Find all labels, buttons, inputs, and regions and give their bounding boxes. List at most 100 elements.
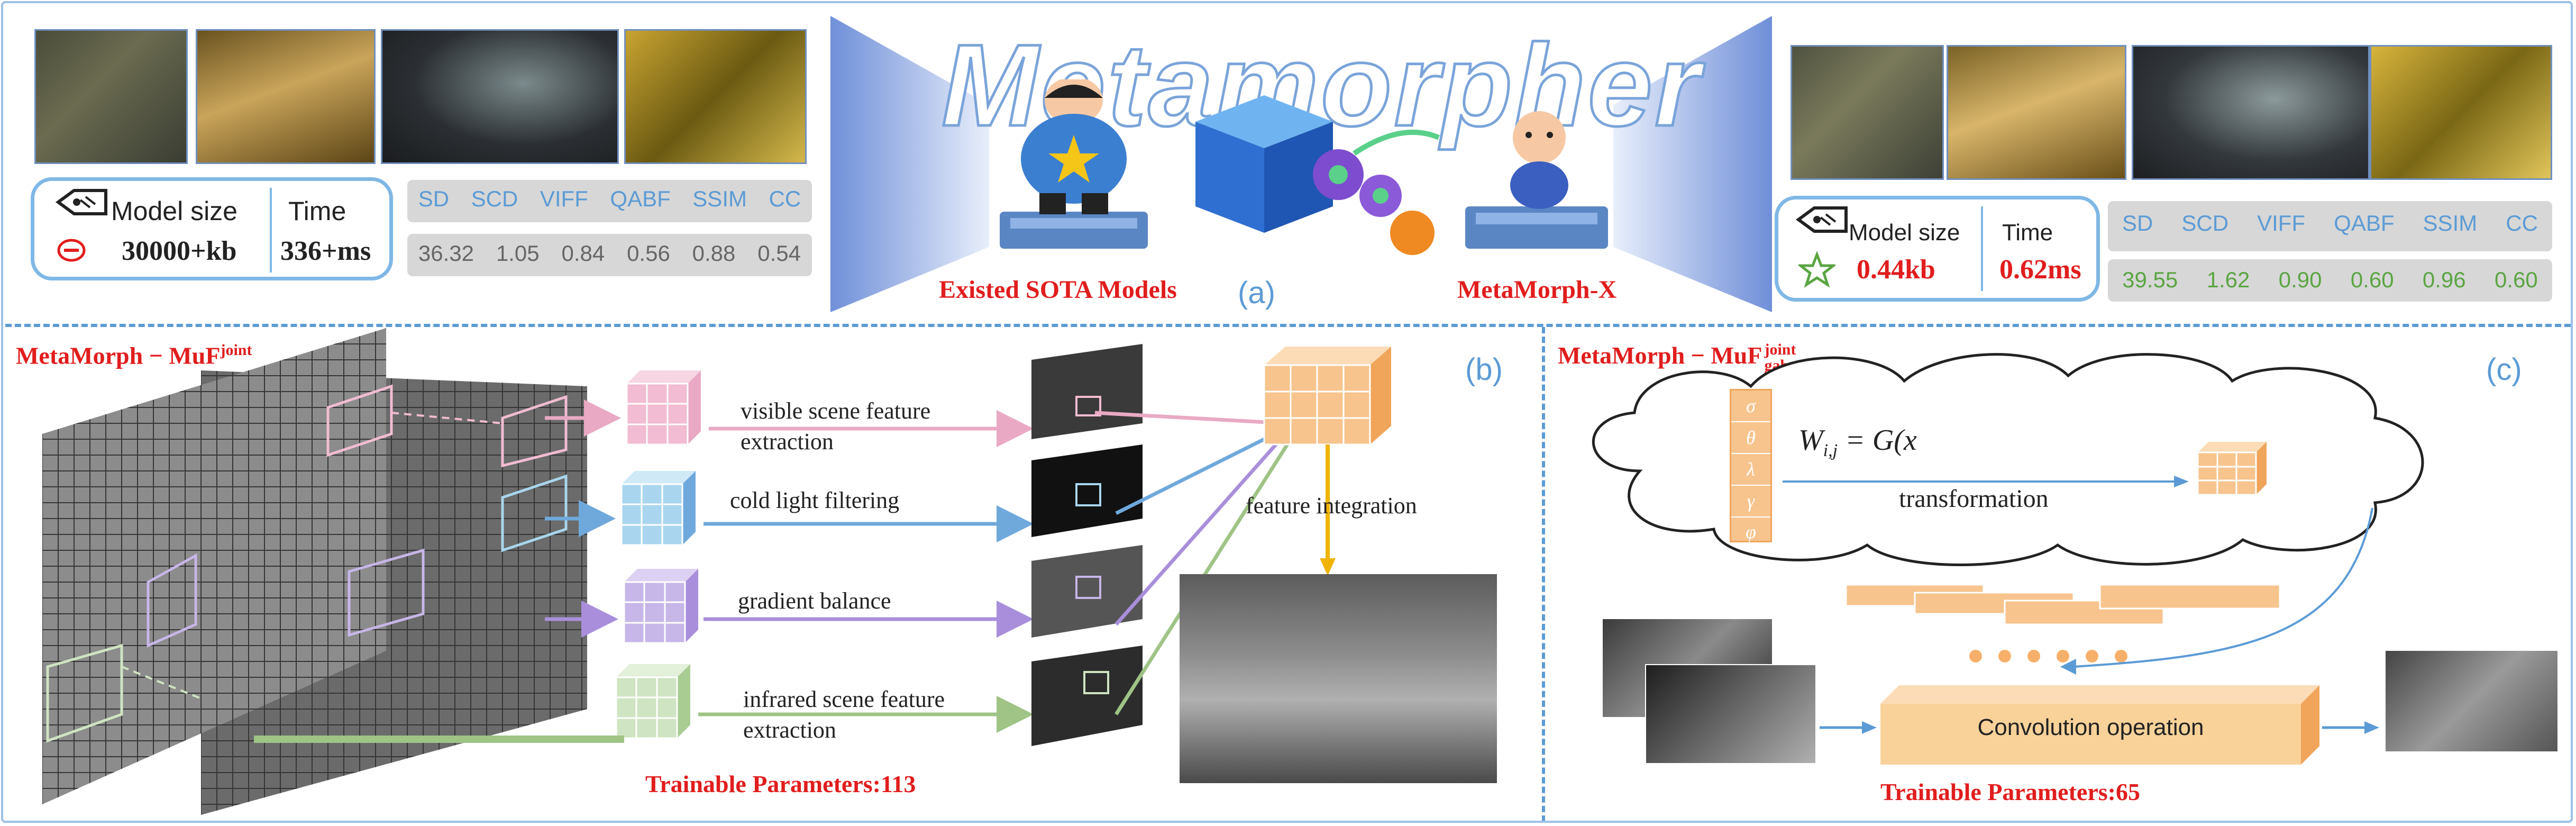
- transformation-label: transformation: [1899, 485, 2049, 513]
- sota-model-size-label: Model size: [111, 196, 237, 226]
- param-cell: λ: [1731, 454, 1770, 486]
- panel-c-label: (c): [2486, 352, 2522, 387]
- thumbnail-5: [1791, 45, 1944, 180]
- gradient-balance-cube: [619, 564, 704, 648]
- output-arrow: [2322, 720, 2380, 736]
- tag-icon: [1793, 204, 1851, 241]
- panel-b-params: Trainable Parameters:113: [645, 770, 916, 797]
- panel-c-title-main: MetaMorph − MuF: [1558, 342, 1762, 369]
- metric-name: SSIM: [2423, 211, 2478, 235]
- sota-metric-value-bar: [407, 234, 812, 276]
- metric-name: CC: [769, 186, 801, 211]
- param-cell: σ: [1731, 391, 1770, 422]
- small-model-illustration: [1460, 101, 1613, 254]
- curved-arrow: [2052, 507, 2380, 688]
- integration-cube: [1259, 344, 1396, 450]
- tag-icon: [53, 186, 111, 223]
- branch-label-line: extraction: [741, 429, 834, 455]
- branch-label-gradient: gradient balance: [738, 588, 891, 614]
- sota-box-divider: [270, 188, 272, 273]
- metric-value: 0.90: [2278, 267, 2322, 292]
- sota-metric-values: 36.32 1.05 0.84 0.56 0.88 0.54: [407, 241, 812, 273]
- transformation-arrow: [1783, 474, 2190, 489]
- param-cell: θ: [1731, 422, 1770, 454]
- branch-label-line: extraction: [743, 717, 836, 743]
- sota-time-label: Time: [288, 196, 346, 226]
- source-image-stack: [42, 328, 624, 820]
- integration-label: feature integration: [1246, 493, 1417, 519]
- gabor-formula: Wi,j = G(x: [1798, 423, 1917, 461]
- branch-label-visible: visible scene feature extraction: [741, 396, 930, 457]
- branch-label-cold-light: cold light filtering: [730, 487, 900, 513]
- metric-value: 0.96: [2422, 267, 2466, 292]
- vertical-separator: [1542, 327, 1545, 822]
- x-metric-header: SD SCD VIFF QABF SSIM CC: [2108, 211, 2552, 242]
- metric-value: 0.60: [2350, 267, 2394, 292]
- sota-time-value: 336+ms: [280, 236, 371, 266]
- large-model-illustration: [994, 77, 1153, 254]
- sota-metric-header-bar: [407, 180, 812, 222]
- metric-value: 0.54: [757, 241, 801, 266]
- x-metric-value-bar: [2108, 259, 2552, 302]
- metric-name: VIFF: [2257, 211, 2306, 235]
- x-time-value: 0.62ms: [1999, 255, 2081, 285]
- x-model-size-box: [1775, 196, 2100, 302]
- feature-maps: [1026, 344, 1148, 751]
- infrared-input-arrow: [254, 736, 624, 743]
- branch-label-infrared: infrared scene feature extraction: [743, 684, 945, 746]
- thumbnail-7: [2132, 45, 2370, 180]
- metric-name: SSIM: [692, 186, 747, 211]
- formula-sub: i,j: [1823, 441, 1838, 461]
- cold-light-cube: [616, 466, 701, 550]
- panel-b-title-sup: joint: [220, 341, 252, 359]
- panel-a-label: (a): [1238, 276, 1275, 310]
- metric-name: CC: [2506, 211, 2538, 235]
- visible-feature-cube: [622, 365, 706, 450]
- metric-name: QABF: [610, 186, 671, 211]
- metric-value: 0.60: [2495, 267, 2538, 292]
- x-model-size-value: 0.44kb: [1857, 255, 1935, 285]
- metric-value: 1.62: [2206, 267, 2250, 292]
- metric-value: 36.32: [418, 241, 474, 266]
- sota-model-size-value: 30000+kb: [122, 236, 237, 266]
- transformation-cloud: [1560, 339, 2460, 571]
- thumbnail-4: [624, 29, 807, 164]
- x-caption: MetaMorph-X: [1457, 276, 1617, 304]
- x-model-size-label: Model size: [1849, 220, 1960, 246]
- metric-name: SD: [418, 186, 450, 211]
- panel-b-title-main: MetaMorph − MuF: [16, 342, 221, 369]
- thumbnail-8: [2370, 45, 2552, 180]
- gabor-cube: [2195, 439, 2269, 497]
- param-cell: γ: [1731, 486, 1770, 518]
- formula-w: W: [1798, 424, 1823, 457]
- param-cell: φ: [1746, 521, 1756, 542]
- convolution-block: [1880, 685, 2319, 765]
- panel-c-title-sup: joint: [1764, 341, 1796, 359]
- minus-circle-icon: [56, 237, 87, 264]
- param-stack: σ θ λ γ φ: [1730, 389, 1772, 542]
- integration-down-arrow: [1317, 444, 1338, 577]
- metric-value: 0.88: [692, 241, 736, 266]
- star-icon: [1796, 250, 1838, 288]
- x-metric-header-bar: [2108, 201, 2552, 251]
- metric-value: 0.84: [561, 241, 605, 266]
- output-image: [2386, 651, 2557, 751]
- formula-rest: = G(x: [1838, 424, 1917, 457]
- branch-label-line: infrared scene feature: [743, 686, 945, 712]
- panel-b-label: (b): [1465, 352, 1503, 387]
- input-arrow: [1820, 720, 1878, 736]
- thumbnail-3: [381, 29, 619, 164]
- x-time-label: Time: [2002, 220, 2053, 246]
- panel-c-params: Trainable Parameters:65: [1880, 778, 2140, 805]
- metric-name: SCD: [471, 186, 518, 211]
- dot-sequence: [1968, 648, 2137, 664]
- param-strip: [1845, 582, 2285, 630]
- cube-illustration: [1164, 63, 1481, 265]
- metric-value: 39.55: [2122, 267, 2178, 292]
- thumbnail-1: [34, 29, 188, 164]
- convolution-label: Convolution operation: [1977, 714, 2204, 740]
- branch-label-line: visible scene feature: [741, 398, 931, 424]
- sota-caption: Existed SOTA Models: [939, 276, 1177, 304]
- metric-name: VIFF: [540, 186, 588, 211]
- sota-metric-header: SD SCD VIFF QABF SSIM CC: [407, 186, 812, 218]
